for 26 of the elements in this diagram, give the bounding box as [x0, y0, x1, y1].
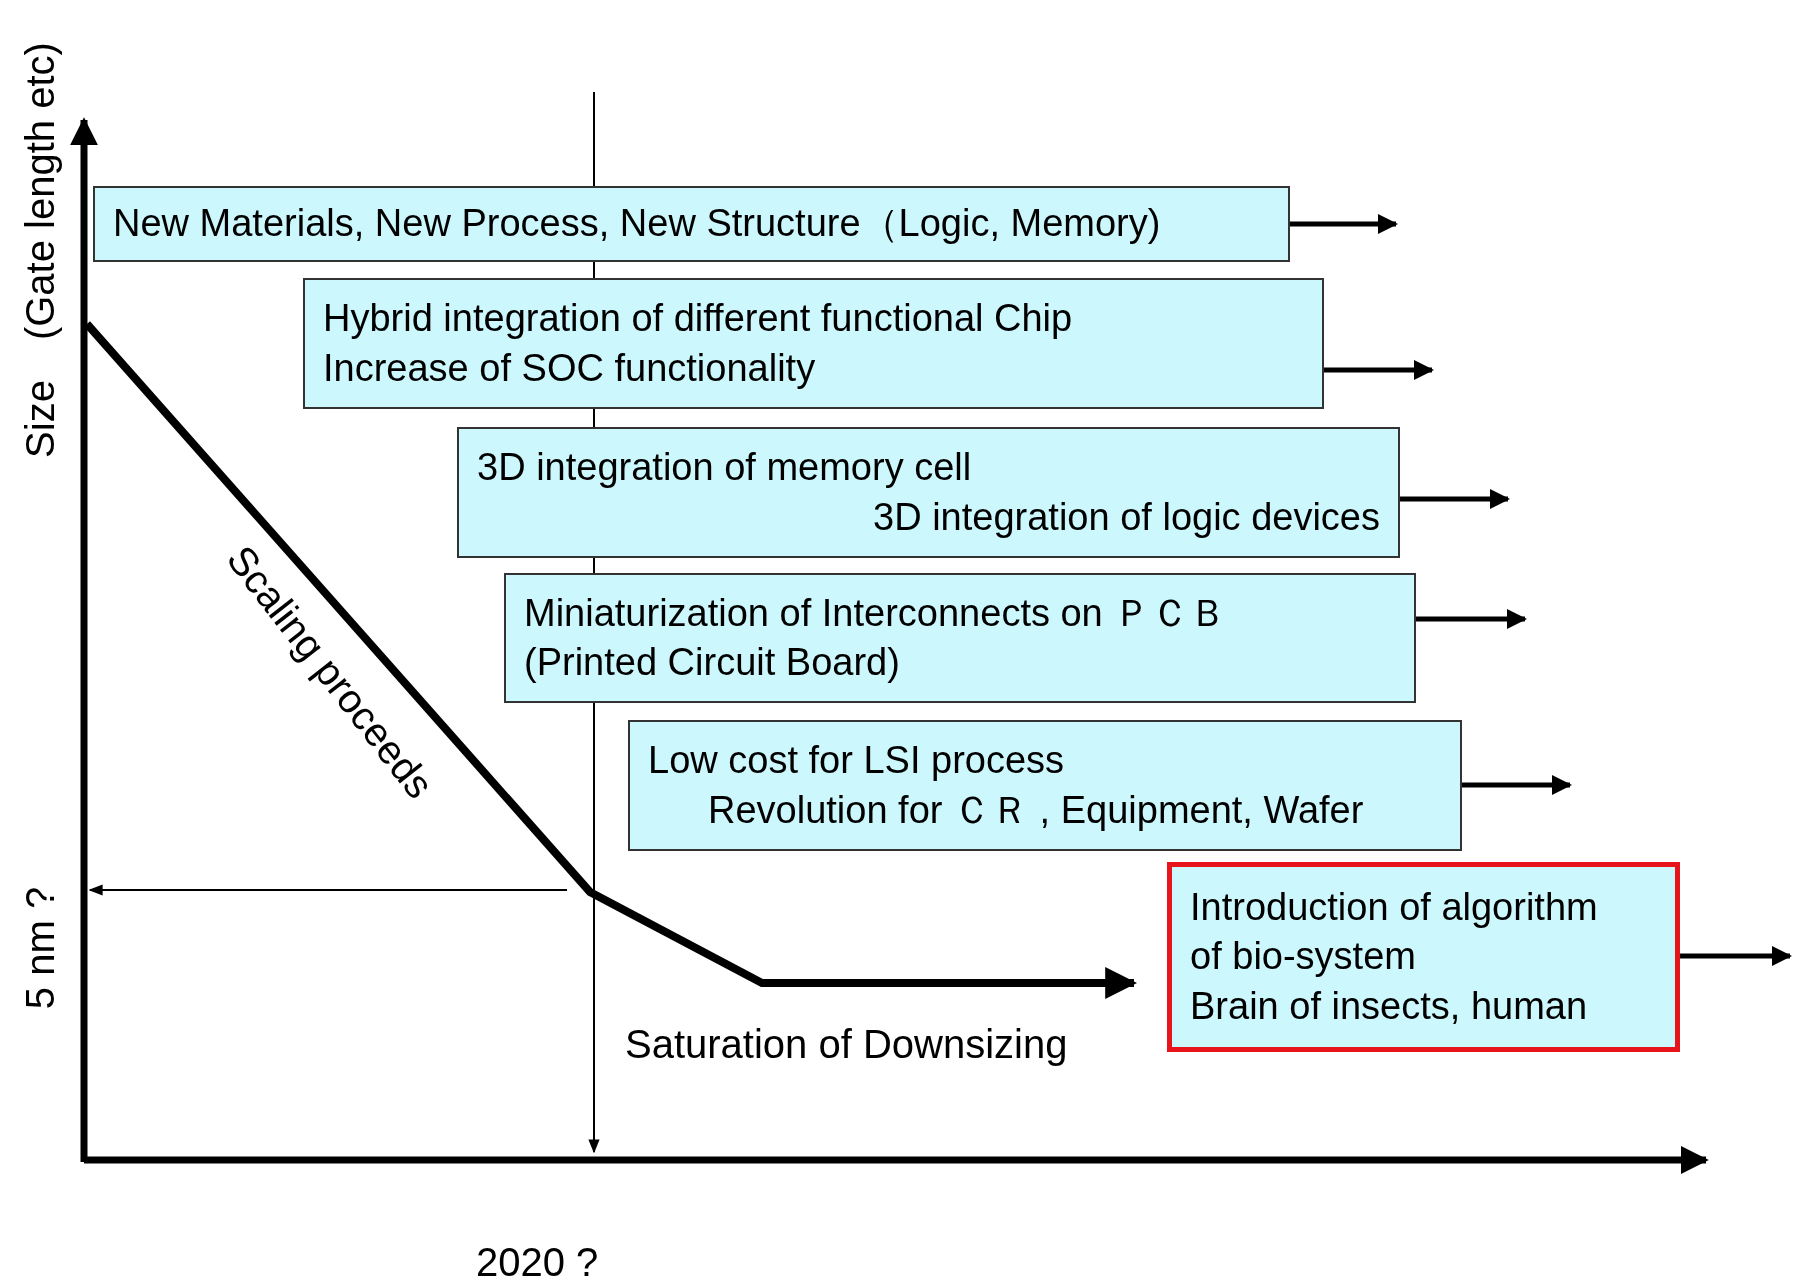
arrow	[1290, 214, 1398, 234]
box-text: Revolution for ＣＲ , Equipment, Wafer	[707, 787, 1365, 833]
box-text: New Materials, New Process, New Structure（Logic, Memory)	[113, 201, 1161, 247]
box-text: Low cost for LSI process	[648, 738, 1065, 784]
box-text: 3D integration of logic devices	[873, 494, 1380, 540]
text-box	[1167, 862, 1680, 1052]
axis-tick-label: 2020 ?	[476, 1240, 599, 1285]
text-box	[504, 573, 1416, 703]
text-box	[93, 186, 1290, 262]
arrow	[1462, 775, 1572, 795]
box-text: Miniaturization of Interconnects on ＰＣＢ (Printed Circuit Board)	[524, 590, 1229, 685]
box-text: Introduction of algorithm of bio-system	[1190, 884, 1599, 980]
axis-tick-label: 5 nm ?	[17, 886, 63, 1010]
text-box	[628, 720, 1462, 851]
axis-label: Size (Gate length etc)	[16, 42, 63, 458]
box-text: Brain of insects, human	[1190, 983, 1588, 1029]
arrow	[1324, 360, 1434, 380]
box-text: 3D integration of memory cell	[477, 445, 972, 491]
arrow	[1416, 609, 1527, 629]
arrow	[1400, 489, 1510, 509]
annotation-text: Saturation of Downsizing	[625, 1022, 1068, 1067]
box-text: Increase of SOC functionality	[323, 345, 816, 391]
arrow	[1680, 946, 1792, 966]
box-text: Hybrid integration of different functional Chip	[323, 296, 1073, 342]
text-box	[457, 427, 1400, 558]
text-box	[303, 278, 1324, 409]
